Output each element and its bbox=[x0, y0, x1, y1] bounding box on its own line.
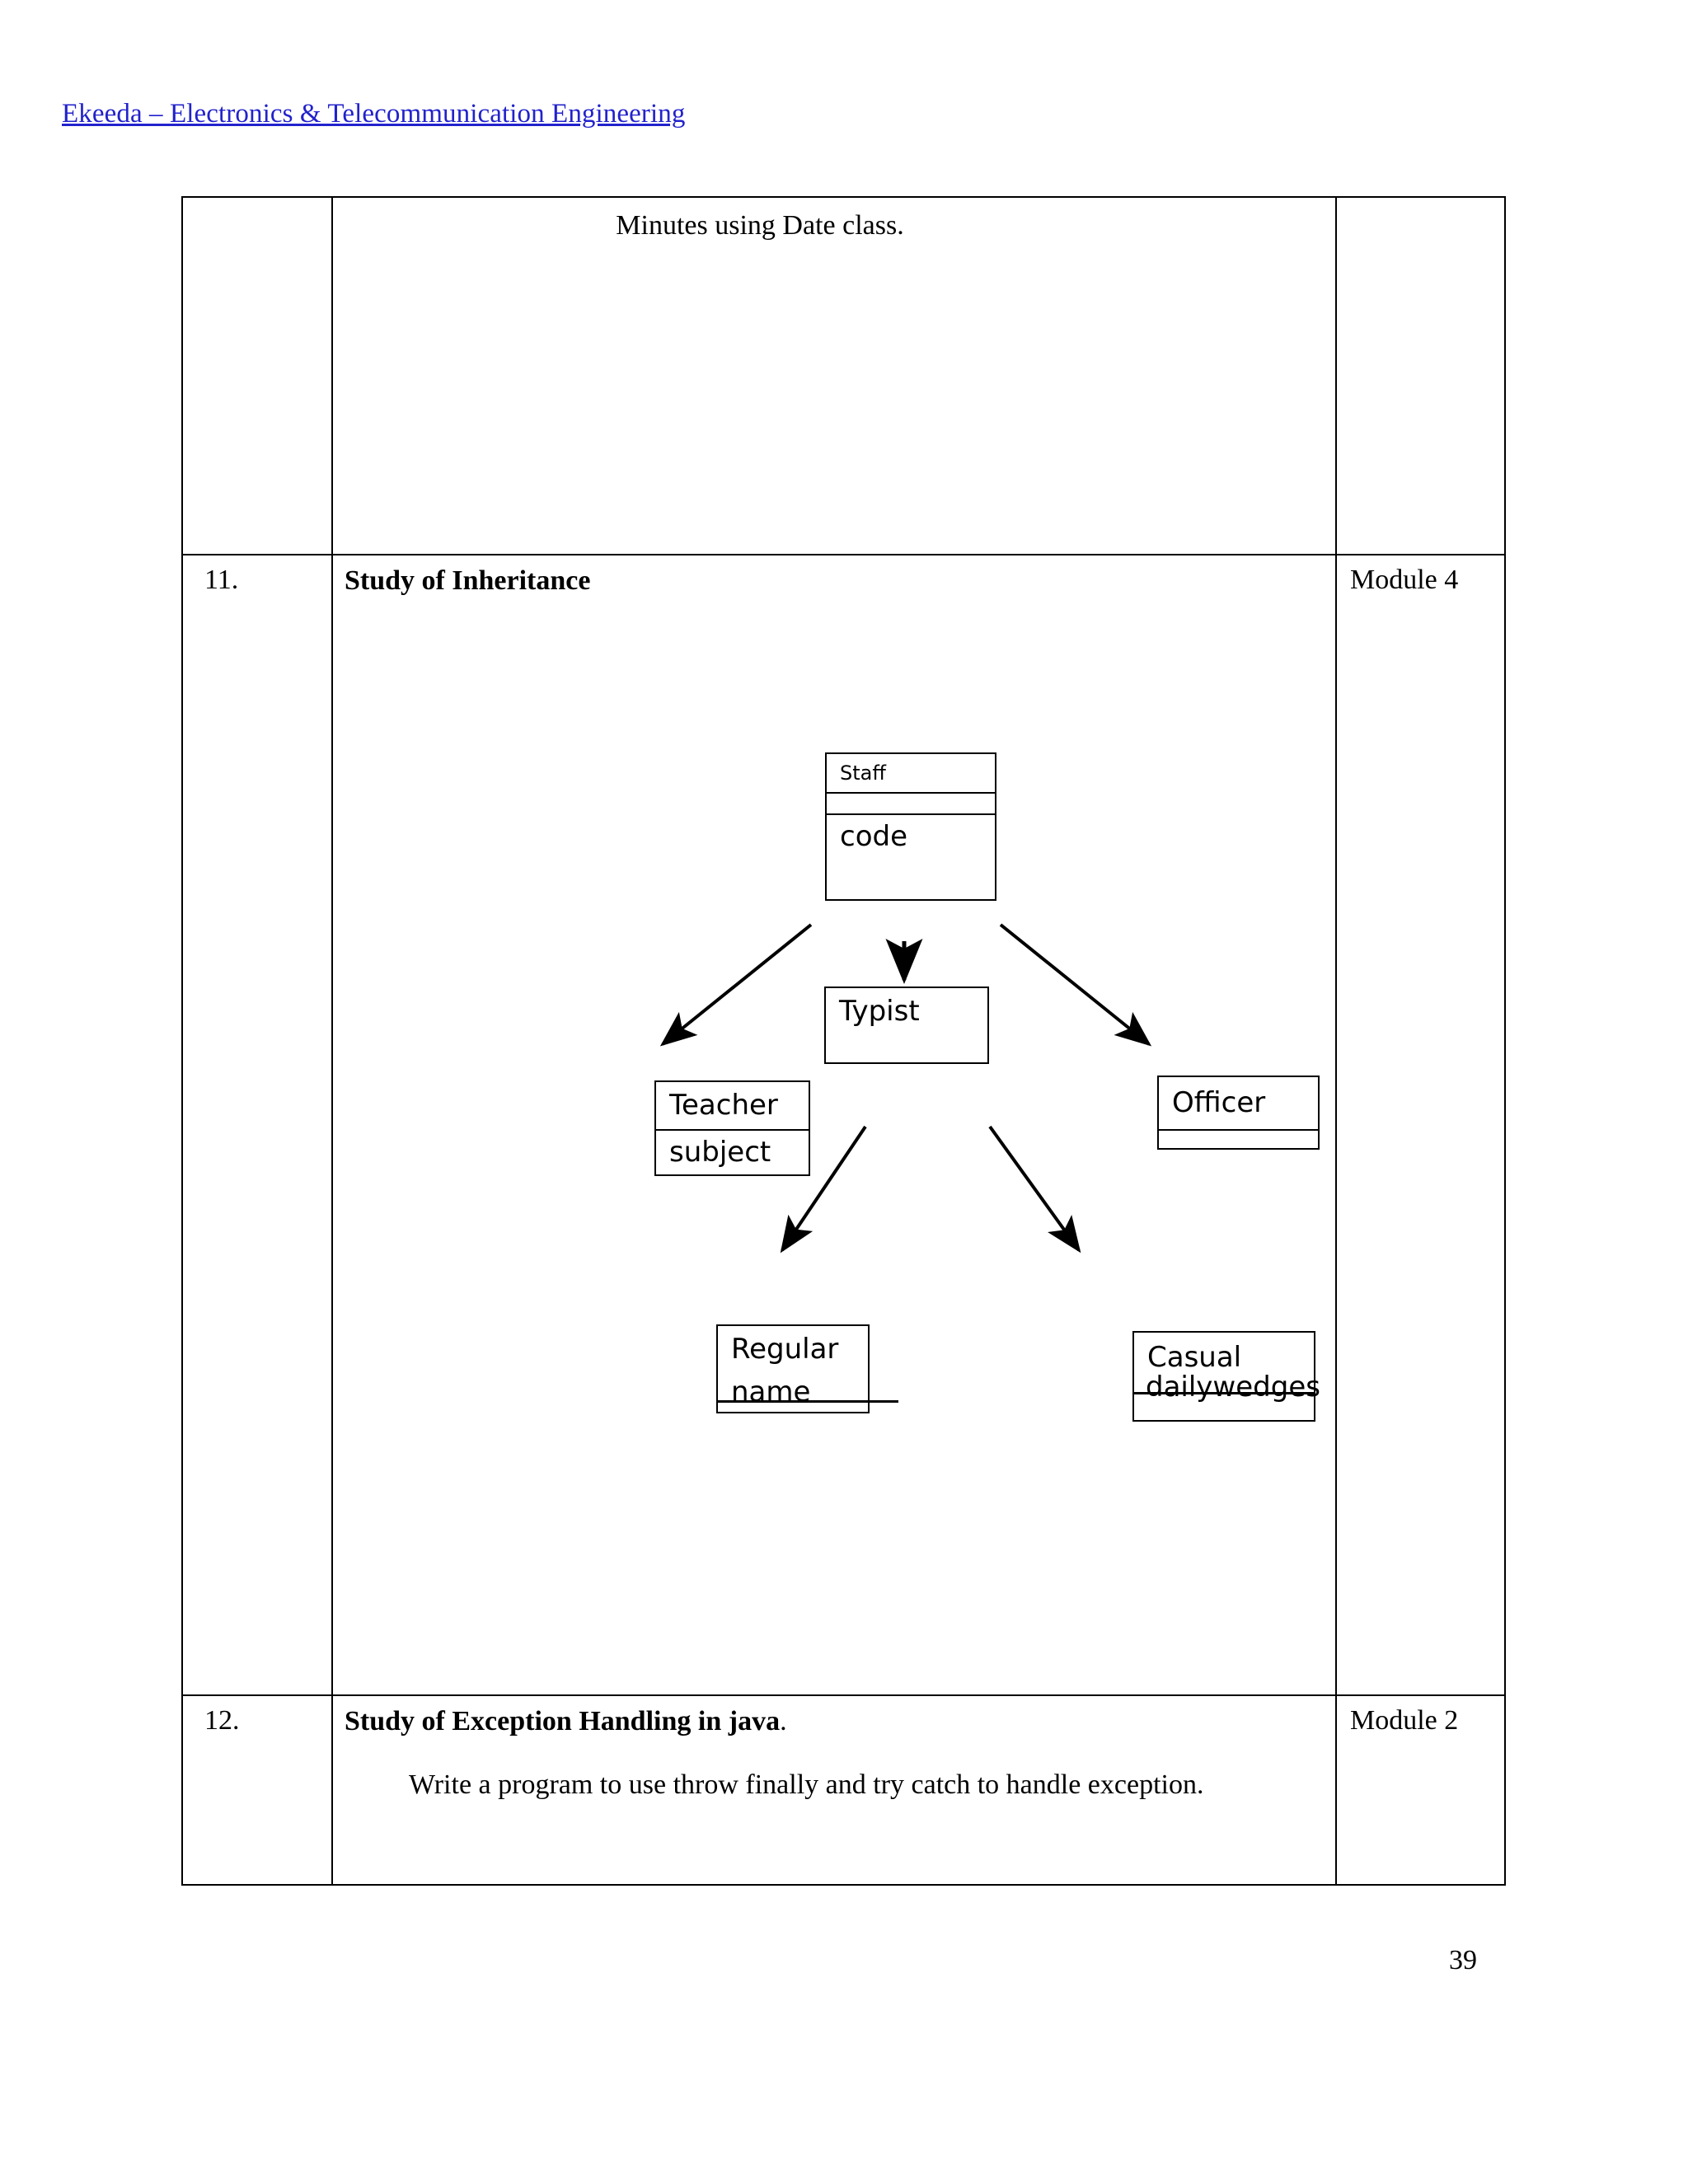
edge-staff-officer bbox=[999, 922, 1152, 1047]
uml-class-typist-name: Typist bbox=[839, 994, 920, 1028]
edge-officer-casual bbox=[988, 1125, 1081, 1253]
row-number: 11. bbox=[204, 565, 239, 595]
row-body-cell: Study of Exception Handling in java. Wri… bbox=[331, 1694, 1337, 1886]
practical-description-text: Write a program to use throw finally and… bbox=[409, 1769, 1204, 1800]
uml-class-regular: Regular name bbox=[716, 1324, 870, 1413]
uml-class-regular-name: Regular bbox=[731, 1332, 839, 1366]
uml-class-typist: Typist bbox=[824, 986, 989, 1064]
row-body-cell: Minutes using Date class. bbox=[331, 196, 1337, 555]
row-number-cell bbox=[181, 196, 333, 555]
uml-class-staff-name: Staff bbox=[840, 761, 886, 785]
uml-class-regular-underline bbox=[716, 1399, 898, 1403]
module-label: Module 4 bbox=[1350, 565, 1459, 595]
page-number: 39 bbox=[1449, 1945, 1477, 1975]
document-header-link[interactable]: Ekeeda – Electronics & Telecommunication… bbox=[62, 99, 686, 129]
continued-text: Minutes using Date class. bbox=[616, 210, 904, 241]
module-label bbox=[1337, 198, 1504, 214]
row-module-cell: Module 2 bbox=[1335, 1694, 1506, 1886]
table-row: 11. Study of Inheritance bbox=[181, 554, 1506, 1696]
table-row: 12. Study of Exception Handling in java.… bbox=[181, 1694, 1506, 1886]
row-module-cell bbox=[1335, 196, 1506, 555]
module-label: Module 2 bbox=[1350, 1705, 1459, 1736]
uml-class-officer-empty-compartment bbox=[1159, 1128, 1318, 1148]
row-number bbox=[183, 198, 331, 214]
uml-class-teacher-name: Teacher bbox=[669, 1089, 778, 1122]
uml-connector-layer bbox=[659, 922, 1152, 1253]
practical-list-table: Minutes using Date class. 11. Study of I… bbox=[181, 196, 1506, 1886]
uml-class-officer-name: Officer bbox=[1172, 1086, 1266, 1119]
uml-class-teacher: Teacher subject bbox=[654, 1080, 810, 1176]
practical-description: Write a program to use throw finally and… bbox=[333, 1740, 1335, 1807]
uml-inheritance-diagram: Staff code Typist Teacher subject bbox=[333, 599, 1337, 1671]
practical-title-bold: Study of Exception Handling in java bbox=[345, 1706, 781, 1736]
table-row: Minutes using Date class. bbox=[181, 196, 1506, 555]
uml-class-staff: Staff code bbox=[825, 752, 996, 901]
edge-teacher-regular bbox=[780, 1125, 867, 1253]
row-number-cell: 11. bbox=[181, 554, 333, 1696]
row-module-cell: Module 4 bbox=[1335, 554, 1506, 1696]
row-body-cell: Study of Inheritance bbox=[331, 554, 1337, 1696]
practical-title-period: . bbox=[780, 1706, 787, 1736]
uml-class-teacher-attribute: subject bbox=[656, 1128, 809, 1174]
uml-class-casual-attribute: dailywedges bbox=[1146, 1370, 1320, 1404]
uml-class-staff-empty-compartment bbox=[827, 791, 995, 813]
uml-class-staff-attribute: code bbox=[827, 813, 995, 899]
practical-title: Study of Exception Handling in java. bbox=[333, 1696, 1335, 1740]
row-number: 12. bbox=[204, 1705, 240, 1736]
row-number-cell: 12. bbox=[181, 1694, 333, 1886]
uml-class-casual: Casual bbox=[1132, 1330, 1315, 1422]
uml-class-casual-name: Casual bbox=[1147, 1340, 1242, 1374]
uml-class-officer: Officer bbox=[1157, 1075, 1320, 1150]
uml-class-regular-attribute: name bbox=[731, 1375, 811, 1408]
edge-staff-teacher bbox=[659, 922, 813, 1047]
practical-title: Study of Inheritance bbox=[345, 565, 591, 596]
uml-class-casual-divider bbox=[1132, 1391, 1315, 1394]
